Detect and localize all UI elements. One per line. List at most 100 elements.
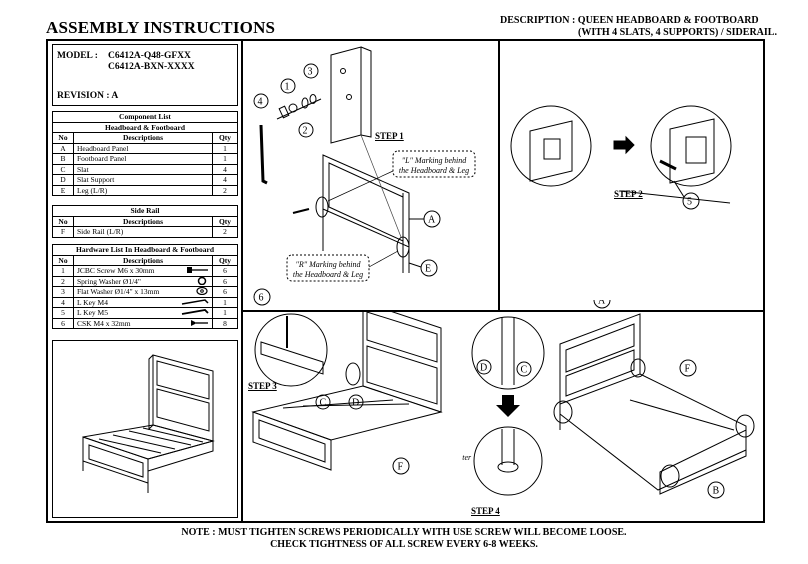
cell-qty: 8 (212, 317, 238, 329)
description-line2: (WITH 4 SLATS, 4 SUPPORTS) / SIDERAIL. (578, 27, 777, 38)
callout-c-step4: C (521, 365, 528, 376)
model-code-1: C6412A-Q48-GFXX (108, 51, 191, 61)
cell-no: B (52, 153, 74, 165)
step2-drawing: 5 (510, 105, 732, 210)
cell-no: E (52, 184, 74, 196)
assembled-bed-thumbnail (52, 340, 238, 518)
cell-desc: Flat Washer Ø1/4" x 13mm (73, 286, 213, 298)
callout-4: 4 (258, 97, 263, 108)
cell-desc: Slat (73, 163, 213, 175)
revision: REVISION : A (57, 91, 119, 101)
cell-desc-text: CSK M4 x 32mm (77, 318, 131, 328)
description: DESCRIPTION : QUEEN HEADBOARD & FOOTBOAR… (500, 15, 777, 39)
note: NOTE : MUST TIGHTEN SCREWS PERIODICALLY … (0, 527, 808, 551)
model-codes: C6412A-Q48-GFXX C6412A-BXN-XXXX (108, 51, 195, 73)
divider-horizontal (241, 310, 765, 312)
step2-label: STEP 2 (614, 189, 643, 199)
cell-desc-text: Spring Washer Ø1/4" (77, 276, 141, 286)
cell-no: A (52, 142, 74, 154)
cell-desc: CSK M4 x 32mm (73, 317, 213, 329)
note-line1: NOTE : MUST TIGHTEN SCREWS PERIODICALLY … (181, 527, 627, 538)
cell-desc: L Key M4 (73, 296, 213, 308)
step3-drawing: C D F (251, 312, 443, 475)
description-line1: QUEEN HEADBOARD & FOOTBOARD (577, 15, 759, 26)
page-title: ASSEMBLY INSTRUCTIONS (46, 18, 276, 37)
cell-desc: JCBC Screw M6 x 30mm (73, 265, 213, 277)
callout-1: 1 (285, 82, 290, 93)
cell-no: 4 (52, 296, 74, 308)
divider-step1-step2 (498, 39, 500, 311)
col-no: No (52, 132, 74, 144)
cell-desc-text: Flat Washer Ø1/4" x 13mm (77, 287, 160, 296)
group-headboard-footboard: Headboard & Footboard (52, 121, 238, 133)
cell-desc: L Key M5 (73, 307, 213, 319)
col-qty: Qty (212, 215, 238, 227)
callout-6-marker: 6 (253, 288, 271, 306)
cell-no: 5 (52, 307, 74, 319)
bed-thumbnail-drawing (82, 354, 215, 493)
callout-d-step4: D (480, 363, 487, 374)
spring-washer-icon (197, 276, 207, 285)
csk-screw-icon (191, 319, 208, 326)
cell-qty: 4 (212, 174, 238, 186)
model-label: MODEL : (57, 51, 98, 61)
cell-qty: 1 (212, 296, 238, 308)
cell-no: D (52, 174, 74, 186)
callout-b: B (713, 486, 720, 497)
description-label: DESCRIPTION : (500, 15, 576, 26)
step1-label: STEP 1 (375, 131, 404, 141)
assembled-bed-drawing: A F B (553, 300, 755, 499)
l-marking-line2: the Headboard & Leg (399, 166, 469, 175)
cell-qty: 2 (212, 226, 238, 238)
step4-label: STEP 4 (471, 506, 500, 516)
col-qty: Qty (212, 254, 238, 266)
cell-qty: 1 (212, 142, 238, 154)
side-rail-title: Side Rail (52, 205, 238, 217)
hardware-title: Hardware List In Headboard & Footboard (52, 244, 238, 256)
cell-no: F (52, 226, 74, 238)
cell-qty: 1 (212, 307, 238, 319)
l-key-icon (181, 309, 209, 315)
cell-desc: Slat Support (73, 174, 213, 186)
cell-no: 6 (52, 317, 74, 329)
callout-e: E (425, 264, 431, 275)
l-key-icon (181, 298, 209, 305)
component-list-title: Component List (52, 111, 238, 123)
col-qty: Qty (212, 132, 238, 144)
callout-f: F (398, 462, 404, 473)
callout-2: 2 (303, 126, 308, 137)
component-list-table: Component List Headboard & Footboard No … (52, 111, 238, 196)
cell-no: 1 (52, 265, 74, 277)
cell-no: C (52, 163, 74, 175)
cell-qty: 4 (212, 163, 238, 175)
callout-c: C (320, 398, 327, 409)
step1-drawing: 1 4 2 3 A E "L" Marking behind the Headb… (253, 46, 476, 282)
cell-no: 2 (52, 275, 74, 287)
cell-qty: 6 (212, 275, 238, 287)
note-line2: CHECK TIGHTNESS OF ALL SCREW EVERY 6-8 W… (270, 539, 538, 550)
col-desc: Descriptions (73, 132, 213, 144)
cell-desc: Footboard Panel (73, 153, 213, 165)
step4-drawing: D C Adjuster (462, 316, 545, 496)
instruction-frame (46, 39, 765, 523)
col-no: No (52, 215, 74, 227)
col-desc: Descriptions (73, 254, 213, 266)
callout-a: A (428, 215, 436, 226)
cell-qty: 6 (212, 286, 238, 298)
step3-label: STEP 3 (248, 381, 277, 391)
cell-desc: Leg (L/R) (73, 184, 213, 196)
callout-f-assembled: F (685, 364, 691, 375)
r-marking-line1: "R" Marking behind (296, 260, 362, 269)
cell-no: 3 (52, 286, 74, 298)
cell-desc-text: L Key M5 (77, 308, 108, 317)
